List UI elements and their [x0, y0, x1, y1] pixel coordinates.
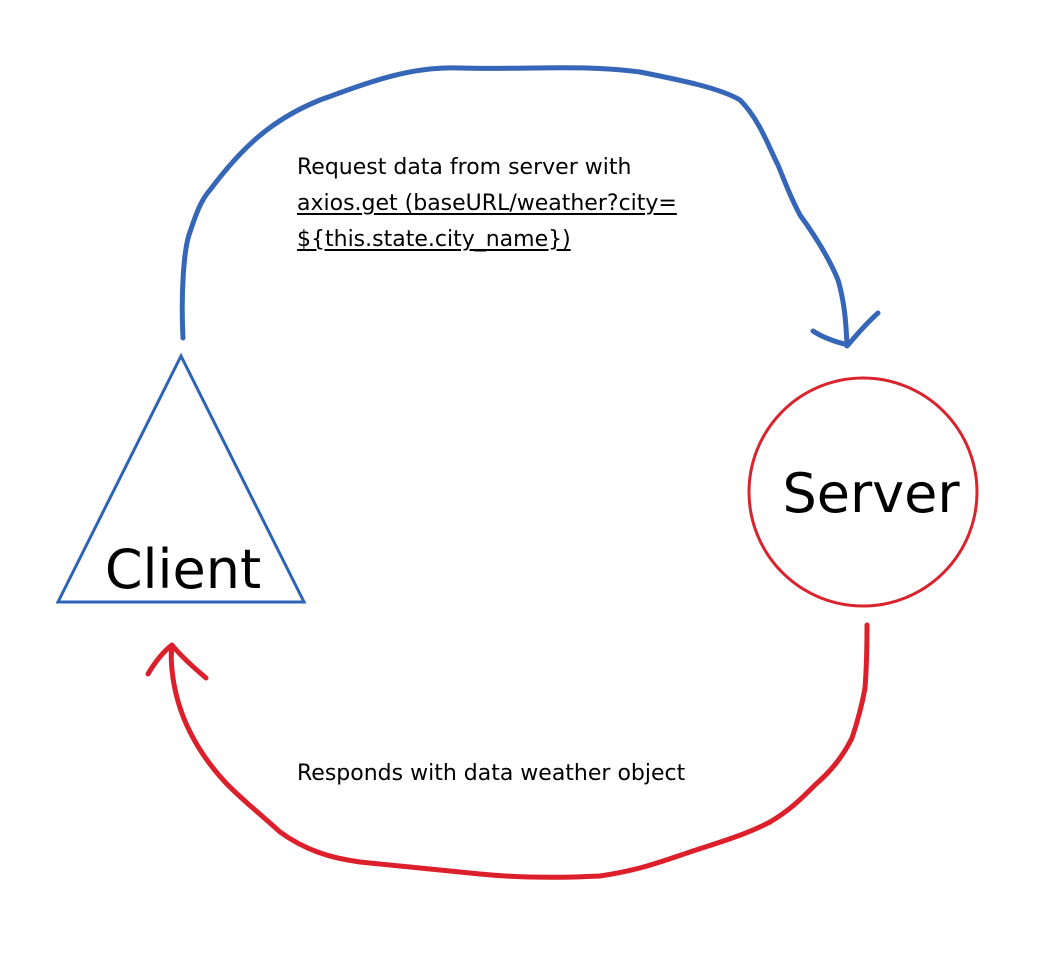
request-code-line-1: axios.get (baseURL/weather?city=	[297, 191, 677, 216]
request-text: Request data from server with	[297, 155, 632, 180]
client-label: Client	[105, 538, 261, 601]
request-annotation: Request data from server with axios.get …	[297, 150, 677, 258]
request-code-line-2: ${this.state.city_name})	[297, 227, 571, 252]
request-arrow	[179, 65, 850, 349]
request-arrowhead	[810, 310, 881, 348]
server-circle	[747, 376, 979, 608]
client-triangle	[55, 352, 307, 604]
response-annotation: Responds with data weather object	[297, 756, 685, 792]
server-label: Server	[782, 462, 960, 525]
response-arrow	[168, 622, 870, 880]
response-text: Responds with data weather object	[297, 761, 686, 786]
response-arrowhead	[145, 642, 209, 681]
client-node: Client	[55, 352, 307, 604]
server-node: Server	[747, 376, 979, 608]
